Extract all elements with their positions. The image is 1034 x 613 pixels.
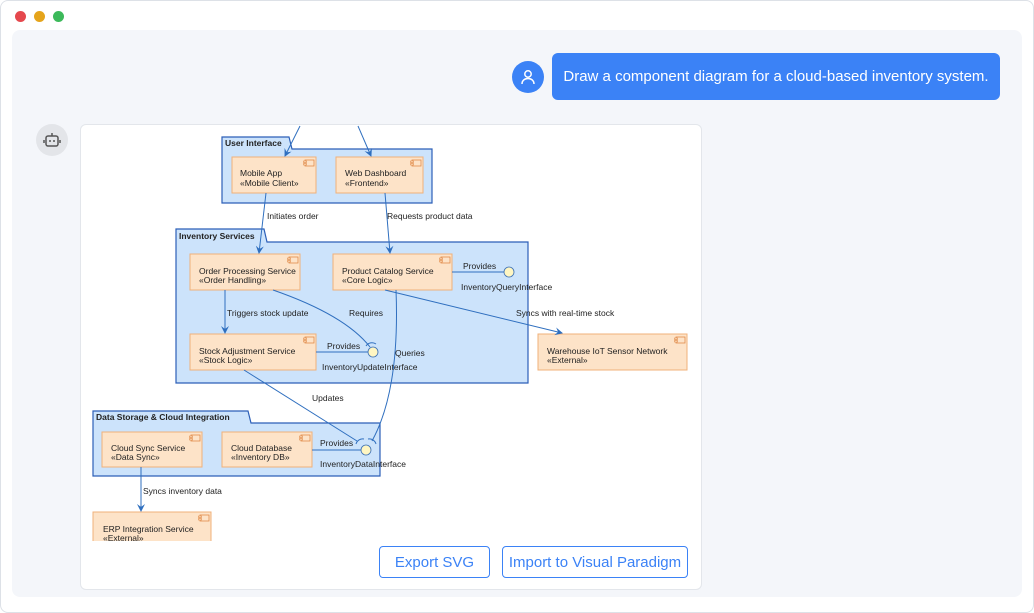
component-name: ERP Integration Service bbox=[103, 524, 194, 534]
close-window-dot[interactable] bbox=[15, 11, 26, 22]
user-avatar bbox=[512, 61, 544, 93]
interface-data-lollipop bbox=[360, 444, 372, 456]
interface-label: InventoryDataInterface bbox=[320, 459, 406, 469]
import-visual-paradigm-button[interactable]: Import to Visual Paradigm bbox=[502, 546, 688, 578]
component-warehouse-iot[interactable] bbox=[537, 333, 688, 371]
minimize-window-dot[interactable] bbox=[34, 11, 45, 22]
edge-label: Provides bbox=[327, 341, 360, 351]
edge-queries bbox=[371, 289, 397, 442]
edge-syncs-stock bbox=[384, 289, 563, 336]
component-order-processing[interactable] bbox=[189, 253, 301, 291]
component-stereotype: «Data Sync» bbox=[111, 452, 160, 462]
component-name: Mobile App bbox=[240, 168, 282, 178]
component-diagram: User Interface Inventory Services Data S… bbox=[92, 125, 688, 541]
edge-label: Initiates order bbox=[267, 211, 319, 221]
package-label: Data Storage & Cloud Integration bbox=[96, 412, 230, 422]
edge-label: Updates bbox=[312, 393, 344, 403]
edge-incoming-web bbox=[357, 125, 372, 157]
package-label: User Interface bbox=[225, 138, 282, 148]
component-stereotype: «External» bbox=[103, 533, 144, 541]
component-cloud-sync[interactable] bbox=[101, 431, 203, 468]
robot-icon bbox=[43, 133, 61, 147]
edge-updates bbox=[243, 369, 358, 442]
edge-requires bbox=[272, 289, 371, 348]
edge-initiates-order bbox=[255, 192, 267, 254]
bot-avatar bbox=[36, 124, 68, 156]
component-stock-adjustment[interactable] bbox=[189, 333, 317, 371]
component-name: Product Catalog Service bbox=[342, 266, 434, 276]
component-stereotype: «Frontend» bbox=[345, 178, 389, 188]
user-message: Draw a component diagram for a cloud-bas… bbox=[552, 53, 1000, 100]
edge-label: Provides bbox=[463, 261, 496, 271]
maximize-window-dot[interactable] bbox=[53, 11, 64, 22]
component-name: Order Processing Service bbox=[199, 266, 296, 276]
component-stereotype: «Stock Logic» bbox=[199, 355, 253, 365]
component-stereotype: «External» bbox=[547, 355, 588, 365]
component-stereotype: «Core Logic» bbox=[342, 275, 393, 285]
edge-incoming-mobile bbox=[284, 125, 301, 157]
edge-label: Syncs inventory data bbox=[143, 486, 222, 496]
socket-data bbox=[355, 438, 377, 445]
edge-label: Provides bbox=[320, 438, 353, 448]
interface-label: InventoryUpdateInterface bbox=[322, 362, 418, 372]
edge-label: Requests product data bbox=[387, 211, 473, 221]
interface-query-lollipop bbox=[503, 266, 515, 278]
component-name: Stock Adjustment Service bbox=[199, 346, 296, 356]
interface-label: InventoryQueryInterface bbox=[461, 282, 552, 292]
interface-update-lollipop bbox=[367, 346, 379, 358]
component-name: Cloud Database bbox=[231, 443, 292, 453]
component-stereotype: «Order Handling» bbox=[199, 275, 266, 285]
socket-update bbox=[365, 342, 377, 347]
component-name: Warehouse IoT Sensor Network bbox=[547, 346, 668, 356]
component-web-dashboard[interactable] bbox=[335, 156, 424, 194]
component-stereotype: «Inventory DB» bbox=[231, 452, 290, 462]
component-product-catalog[interactable] bbox=[332, 253, 453, 291]
package-label: Inventory Services bbox=[179, 231, 255, 241]
export-svg-button[interactable]: Export SVG bbox=[379, 546, 490, 578]
component-name: Cloud Sync Service bbox=[111, 443, 185, 453]
edge-label: Requires bbox=[349, 308, 383, 318]
component-mobile-app[interactable] bbox=[231, 156, 317, 194]
edge-label: Syncs with real-time stock bbox=[516, 308, 615, 318]
user-icon bbox=[521, 70, 535, 85]
component-erp-integration[interactable] bbox=[92, 511, 212, 541]
edge-requests-product bbox=[384, 192, 394, 254]
edge-label: Triggers stock update bbox=[227, 308, 309, 318]
edge-label: Queries bbox=[395, 348, 425, 358]
component-name: Web Dashboard bbox=[345, 168, 407, 178]
component-stereotype: «Mobile Client» bbox=[240, 178, 299, 188]
